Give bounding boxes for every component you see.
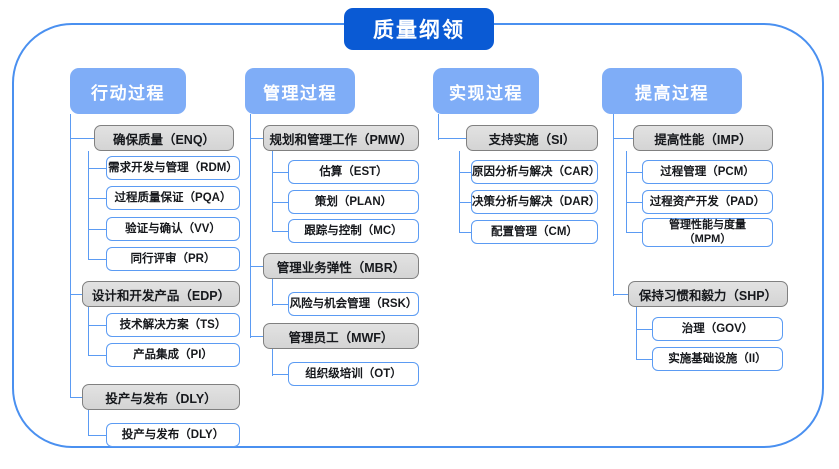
connector-branch-mwf bbox=[250, 336, 263, 338]
connector-trunk-mwf bbox=[272, 349, 274, 376]
connector-leaf-pi bbox=[88, 355, 106, 357]
leaf-box-ot[interactable]: 组织级培训（OT） bbox=[288, 362, 419, 386]
connector-branch-pmw bbox=[250, 138, 263, 140]
connector-trunk-realize bbox=[438, 114, 440, 140]
group-box-dly[interactable]: 投产与发布（DLY） bbox=[82, 384, 240, 410]
leaf-box-rdm[interactable]: 需求开发与管理（RDM） bbox=[106, 156, 240, 180]
column-header-improve[interactable]: 提高过程 bbox=[602, 68, 742, 114]
group-box-mwf[interactable]: 管理员工（MWF） bbox=[263, 323, 419, 349]
connector-branch-imp bbox=[613, 138, 633, 140]
leaf-box-dar[interactable]: 决策分析与解决（DAR） bbox=[471, 190, 600, 214]
group-box-mbr[interactable]: 管理业务弹性（MBR） bbox=[263, 253, 419, 279]
leaf-box-dly[interactable]: 投产与发布（DLY） bbox=[106, 423, 240, 447]
connector-leaf-pad bbox=[626, 202, 642, 204]
connector-trunk-dly bbox=[88, 410, 90, 436]
connector-branch-enq bbox=[70, 138, 94, 140]
connector-trunk-si bbox=[459, 151, 461, 233]
connector-leaf-dly bbox=[88, 435, 106, 437]
connector-leaf-plan bbox=[272, 202, 288, 204]
connector-leaf-dar bbox=[459, 202, 471, 204]
leaf-box-car[interactable]: 原因分析与解决（CAR） bbox=[471, 160, 600, 184]
connector-leaf-pr bbox=[88, 259, 106, 261]
leaf-box-ts[interactable]: 技术解决方案（TS） bbox=[106, 313, 240, 337]
column-header-realize[interactable]: 实现过程 bbox=[433, 68, 539, 114]
connector-leaf-rsk bbox=[272, 304, 288, 306]
connector-branch-mbr bbox=[250, 266, 263, 268]
connector-leaf-mpm bbox=[626, 232, 642, 234]
leaf-box-plan[interactable]: 策划（PLAN） bbox=[288, 190, 419, 214]
root-title-node: 质量纲领 bbox=[344, 8, 494, 50]
leaf-box-vv[interactable]: 验证与确认（VV） bbox=[106, 217, 240, 241]
connector-trunk-action bbox=[70, 114, 72, 398]
leaf-box-gov[interactable]: 治理（GOV） bbox=[652, 317, 783, 341]
group-box-edp[interactable]: 设计和开发产品（EDP） bbox=[82, 281, 240, 307]
group-box-shp[interactable]: 保持习惯和毅力（SHP） bbox=[628, 281, 788, 307]
leaf-box-est[interactable]: 估算（EST） bbox=[288, 160, 419, 184]
connector-trunk-improve bbox=[613, 114, 615, 296]
connector-leaf-rdm bbox=[88, 168, 106, 170]
connector-elbow-pi bbox=[88, 343, 90, 356]
connector-trunk-enq bbox=[88, 151, 90, 248]
connector-branch-shp bbox=[613, 294, 628, 296]
leaf-box-mpm[interactable]: 管理性能与度量 （MPM） bbox=[642, 218, 773, 247]
leaf-box-pqa[interactable]: 过程质量保证（PQA） bbox=[106, 186, 240, 210]
connector-branch-si bbox=[438, 138, 466, 140]
leaf-box-pcm[interactable]: 过程管理（PCM） bbox=[642, 160, 773, 184]
column-header-action[interactable]: 行动过程 bbox=[70, 68, 186, 114]
connector-leaf-pcm bbox=[626, 172, 642, 174]
connector-trunk-imp bbox=[626, 151, 628, 233]
connector-trunk-shp bbox=[636, 307, 638, 360]
leaf-box-pr[interactable]: 同行评审（PR） bbox=[106, 247, 240, 271]
leaf-box-mc[interactable]: 跟踪与控制（MC） bbox=[288, 219, 419, 243]
connector-leaf-car bbox=[459, 172, 471, 174]
group-box-imp[interactable]: 提高性能（IMP） bbox=[633, 125, 773, 151]
group-box-enq[interactable]: 确保质量（ENQ） bbox=[94, 125, 234, 151]
connector-elbow-pr bbox=[88, 248, 90, 260]
connector-leaf-mc bbox=[272, 231, 288, 233]
connector-trunk-manage bbox=[250, 114, 252, 338]
connector-trunk-pmw bbox=[272, 151, 274, 218]
connector-trunk-mbr bbox=[272, 279, 274, 306]
connector-leaf-ii bbox=[636, 359, 652, 361]
connector-leaf-est bbox=[272, 172, 288, 174]
leaf-box-pad[interactable]: 过程资产开发（PAD） bbox=[642, 190, 773, 214]
leaf-box-ii[interactable]: 实施基础设施（II） bbox=[652, 347, 783, 371]
connector-elbow-mc bbox=[272, 218, 274, 232]
connector-leaf-cm bbox=[459, 232, 471, 234]
connector-leaf-ot bbox=[272, 374, 288, 376]
leaf-box-pi[interactable]: 产品集成（PI） bbox=[106, 343, 240, 367]
leaf-box-rsk[interactable]: 风险与机会管理（RSK） bbox=[288, 292, 419, 316]
group-box-si[interactable]: 支持实施（SI） bbox=[466, 125, 598, 151]
leaf-box-cm[interactable]: 配置管理（CM） bbox=[471, 220, 598, 244]
connector-leaf-pqa bbox=[88, 198, 106, 200]
column-header-manage[interactable]: 管理过程 bbox=[245, 68, 355, 114]
connector-leaf-ts bbox=[88, 325, 106, 327]
connector-leaf-gov bbox=[636, 329, 652, 331]
connector-leaf-vv bbox=[88, 229, 106, 231]
group-box-pmw[interactable]: 规划和管理工作（PMW） bbox=[263, 125, 419, 151]
